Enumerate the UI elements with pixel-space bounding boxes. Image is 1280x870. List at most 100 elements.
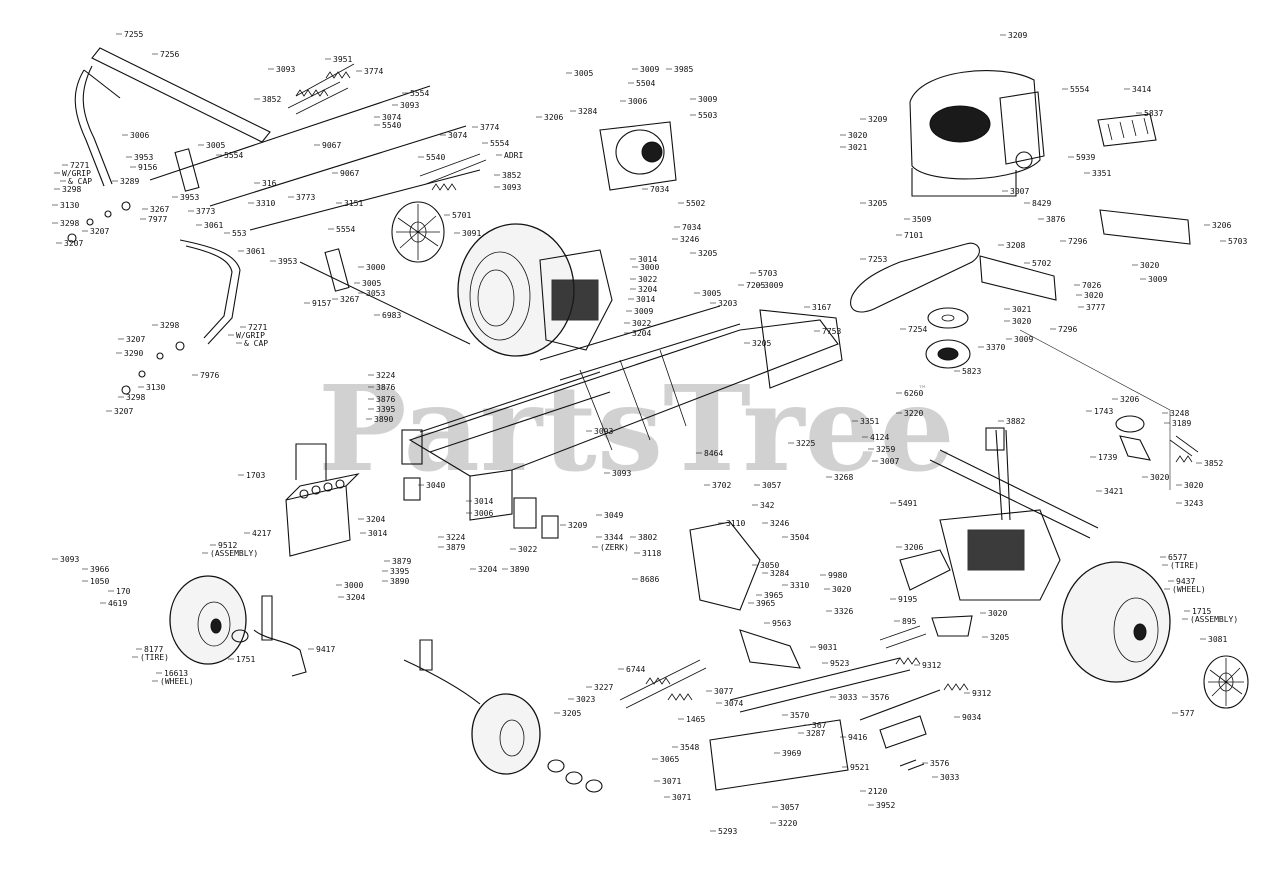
- part-label: 3966: [90, 565, 109, 574]
- part-label: 3953: [278, 257, 297, 266]
- part-label: 9417: [316, 645, 335, 654]
- part-label: 3049: [604, 511, 623, 520]
- part-label: 3074: [382, 113, 401, 122]
- part-label: 3020: [1012, 317, 1031, 326]
- part-label: 3267: [340, 295, 359, 304]
- part-label: 3005: [206, 141, 225, 150]
- part-label: 5939: [1076, 153, 1095, 162]
- part-label: 7205: [746, 281, 765, 290]
- part-label: 7271: [70, 161, 89, 170]
- brake-assembly: [1019, 329, 1199, 490]
- part-label: 3093: [400, 101, 419, 110]
- hand-grip-bar-upper: [74, 47, 271, 187]
- watermark-trademark: ™: [918, 385, 927, 395]
- part-label: 316: [262, 179, 277, 188]
- part-label: 9312: [972, 689, 991, 698]
- part-label: 3130: [60, 201, 79, 210]
- part-label: 3000: [344, 581, 363, 590]
- part-label: 7976: [200, 371, 219, 380]
- part-label: 3057: [780, 803, 799, 812]
- part-label: (TIRE): [1170, 561, 1199, 570]
- part-label: 3852: [502, 171, 521, 180]
- part-label: 3081: [1208, 635, 1227, 644]
- part-label: 3207: [64, 239, 83, 248]
- part-label: 3205: [990, 633, 1009, 642]
- part-label: 5554: [224, 151, 243, 160]
- part-number-labels: 7255725630933951377438525554309355403074…: [52, 30, 1247, 836]
- part-label: 3802: [638, 533, 657, 542]
- part-label: 3020: [832, 585, 851, 594]
- part-label: 3050: [760, 561, 779, 570]
- part-label: 3021: [1012, 305, 1031, 314]
- part-label: 1751: [236, 655, 255, 664]
- part-label: 3205: [698, 249, 717, 258]
- part-label: 3284: [770, 569, 789, 578]
- part-label: 577: [1180, 709, 1195, 718]
- part-label: 3206: [904, 543, 923, 552]
- part-label: 3985: [674, 65, 693, 74]
- part-label: 3021: [848, 143, 867, 152]
- part-label: 3414: [1132, 85, 1151, 94]
- part-label: 3965: [764, 591, 783, 600]
- part-label: 3267: [150, 205, 169, 214]
- part-label: 1703: [246, 471, 265, 480]
- part-label: 3203: [718, 299, 737, 308]
- part-label: 3207: [90, 227, 109, 236]
- part-label: 3509: [912, 215, 931, 224]
- part-label: W/GRIP: [236, 331, 265, 340]
- part-label: 6260: [904, 389, 923, 398]
- part-label: 3009: [1014, 335, 1033, 344]
- part-label: 367: [812, 721, 827, 730]
- part-label: 5554: [1070, 85, 1089, 94]
- part-label: 5554: [490, 139, 509, 148]
- part-label: 3061: [204, 221, 223, 230]
- part-label: 3014: [636, 295, 655, 304]
- part-label: 3879: [392, 557, 411, 566]
- part-label: 3022: [632, 319, 651, 328]
- part-label: 5837: [1144, 109, 1163, 118]
- part-label: 3093: [612, 469, 631, 478]
- part-label: 3053: [366, 289, 385, 298]
- part-label: 3205: [868, 199, 887, 208]
- part-label: 5823: [962, 367, 981, 376]
- part-label: 3204: [632, 329, 651, 338]
- rear-tire-right: [1061, 561, 1171, 683]
- part-label: 5502: [686, 199, 705, 208]
- part-label: 3130: [146, 383, 165, 392]
- part-label: 1739: [1098, 453, 1117, 462]
- part-label: 7034: [650, 185, 669, 194]
- part-label: 9980: [828, 571, 847, 580]
- part-label: 6744: [626, 665, 645, 674]
- part-label: 2120: [868, 787, 887, 796]
- part-label: (WHEEL): [160, 677, 194, 686]
- part-label: 3005: [362, 279, 381, 288]
- part-label: 3421: [1104, 487, 1123, 496]
- part-label: 3204: [366, 515, 385, 524]
- part-label: 3852: [1204, 459, 1223, 468]
- part-label: 3351: [860, 417, 879, 426]
- part-label: 3209: [568, 521, 587, 530]
- part-label: 7026: [1082, 281, 1101, 290]
- part-label: 7753: [822, 327, 841, 336]
- part-label: 5554: [336, 225, 355, 234]
- part-label: 3009: [698, 95, 717, 104]
- part-label: 3209: [868, 115, 887, 124]
- part-label: 3773: [296, 193, 315, 202]
- wheel-hubcap-left: [391, 201, 445, 263]
- part-label: 3071: [662, 777, 681, 786]
- part-label: 3074: [724, 699, 743, 708]
- part-label: 3570: [790, 711, 809, 720]
- part-label: 7255: [124, 30, 143, 39]
- part-label: 3206: [1120, 395, 1139, 404]
- part-label: 3022: [518, 545, 537, 554]
- battery: [285, 443, 360, 557]
- part-label: 3020: [1084, 291, 1103, 300]
- part-label: 3876: [376, 383, 395, 392]
- part-label: 4217: [252, 529, 271, 538]
- part-label: 3091: [462, 229, 481, 238]
- part-label: 3287: [806, 729, 825, 738]
- control-linkage-rods: [67, 63, 487, 395]
- part-label: 3876: [1046, 215, 1065, 224]
- part-label: 3876: [376, 395, 395, 404]
